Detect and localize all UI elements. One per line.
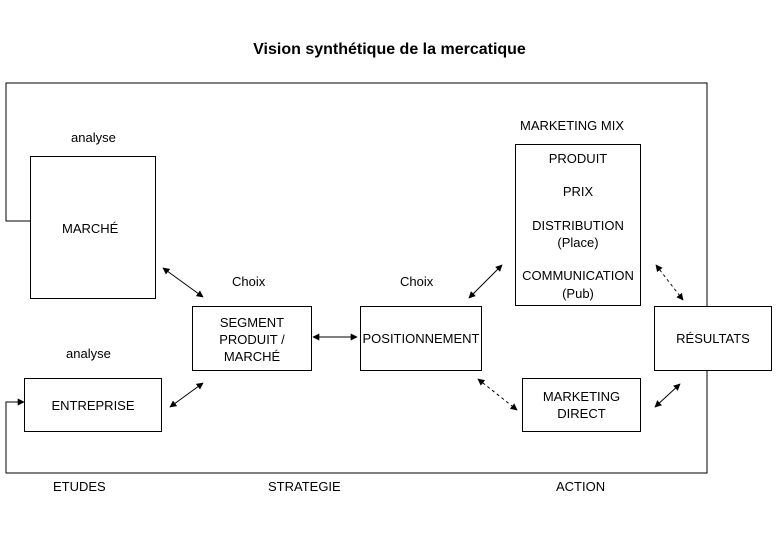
segment-box: SEGMENT PRODUIT / MARCHÉ bbox=[192, 306, 312, 371]
marketing-direct-line-2: DIRECT bbox=[557, 406, 606, 421]
marketing-direct-line-1: MARKETING bbox=[542, 389, 621, 404]
diagram-title: Vision synthétique de la mercatique bbox=[253, 41, 526, 58]
marketing-mix-box: PRODUIT PRIX DISTRIBUTION (Place) COMMUN… bbox=[515, 144, 641, 306]
mix-item-communication: COMMUNICATION bbox=[522, 268, 634, 283]
arrow-entreprise-segment bbox=[169, 382, 204, 408]
marketing-mix-label: MARKETING MIX bbox=[520, 118, 625, 133]
resultats-box: RÉSULTATS bbox=[654, 306, 772, 371]
feedback-loop-frame bbox=[5, 82, 708, 474]
segment-line-2: PRODUIT / bbox=[219, 332, 285, 347]
choix-label-positioning: Choix bbox=[400, 274, 434, 289]
segment-line-1: SEGMENT bbox=[219, 315, 285, 330]
segment-line-3: MARCHÉ bbox=[223, 349, 281, 364]
analyse-label-company: analyse bbox=[66, 346, 111, 361]
entreprise-label: ENTREPRISE bbox=[51, 397, 135, 413]
arrow-marche-segment bbox=[162, 267, 204, 298]
arrow-positionnement-mix bbox=[468, 264, 503, 299]
marche-box: MARCHÉ bbox=[30, 156, 156, 299]
positionnement-label: POSITIONNEMENT bbox=[362, 331, 480, 346]
mix-item-distribution: DISTRIBUTION bbox=[532, 218, 624, 233]
section-action: ACTION bbox=[556, 479, 606, 494]
mix-item-distribution-place: (Place) bbox=[557, 235, 599, 250]
marketing-direct-box: MARKETING DIRECT bbox=[522, 378, 641, 432]
analyse-label-market: analyse bbox=[71, 130, 116, 145]
mix-item-prix: PRIX bbox=[562, 184, 594, 199]
choix-label-segment: Choix bbox=[232, 274, 266, 289]
entreprise-box: ENTREPRISE bbox=[24, 378, 162, 432]
section-strategie: STRATEGIE bbox=[268, 479, 341, 494]
arrow-mix-resultats bbox=[655, 264, 684, 301]
arrow-direct-resultats bbox=[654, 383, 681, 408]
section-etudes: ETUDES bbox=[53, 479, 106, 494]
resultats-label: RÉSULTATS bbox=[676, 331, 750, 346]
marche-label: MARCHÉ bbox=[62, 221, 119, 236]
arrow-positionnement-direct bbox=[477, 378, 518, 411]
mix-item-communication-pub: (Pub) bbox=[562, 286, 594, 301]
mix-item-produit: PRODUIT bbox=[548, 151, 608, 166]
positionnement-box: POSITIONNEMENT bbox=[360, 306, 482, 371]
